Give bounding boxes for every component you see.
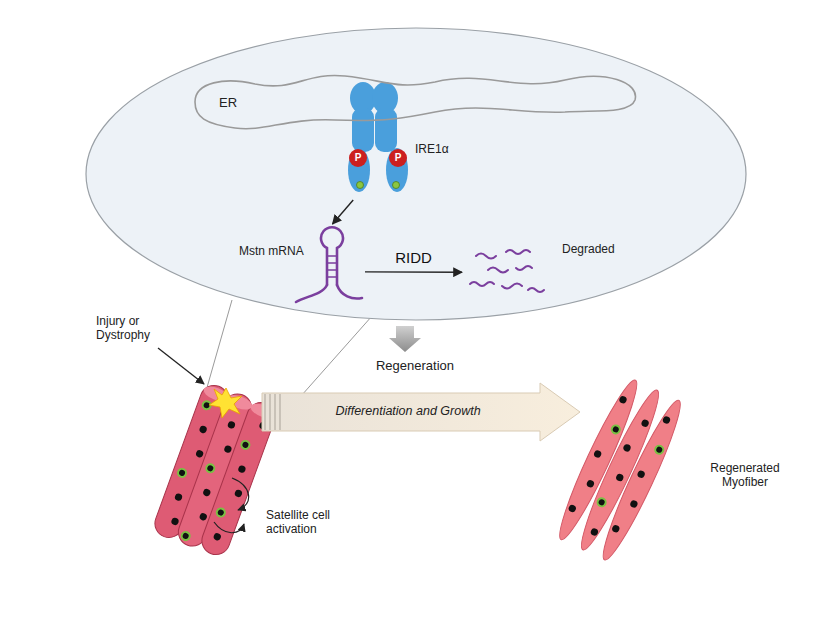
- fiber-nuclei: [157, 400, 268, 553]
- down-arrow: [389, 326, 421, 352]
- ire1-body: [375, 108, 397, 152]
- cell-ellipse: [86, 28, 746, 320]
- ire1-kinase: [386, 148, 408, 192]
- fragment: [488, 268, 508, 273]
- nucleus: [568, 504, 578, 514]
- fiber: [595, 396, 689, 565]
- nucleus: [223, 445, 232, 454]
- arrow-stripe: [279, 394, 281, 430]
- node-text: Differentiation and Growth: [335, 404, 480, 419]
- nucleus: [170, 517, 179, 526]
- mrna-rung: [327, 262, 337, 263]
- satellite-cell: [240, 440, 250, 450]
- mrna-tail: [337, 285, 362, 298]
- nucleus: [611, 524, 621, 534]
- fragment: [470, 282, 494, 286]
- satellite-cell: [216, 507, 226, 517]
- nucleus: [615, 473, 625, 483]
- regeneration-arrow: RegenerationDifferentiation and Growth: [262, 383, 580, 441]
- nucleus: [195, 449, 204, 458]
- satellite-cell: [205, 463, 215, 473]
- satellite-cell: [177, 468, 187, 478]
- annotation-label: Injury or Dystrophy: [96, 314, 176, 343]
- ire1-dimer: [348, 82, 408, 192]
- green-dot: [357, 182, 364, 189]
- nucleus: [618, 395, 628, 405]
- mrna-rung: [327, 276, 337, 277]
- node-text: Regeneration: [376, 358, 454, 374]
- fragment: [506, 250, 530, 254]
- nucleus: [234, 489, 243, 498]
- ire1-protein: IRE1α: [335, 80, 475, 200]
- nucleus: [640, 418, 650, 428]
- mrna-box: Mstn mRNA: [235, 224, 365, 308]
- node-text: Regenerated Myofiber: [699, 461, 791, 490]
- green-dot: [393, 182, 400, 189]
- mrna-rungs: [327, 256, 337, 277]
- arrow-body: [262, 383, 580, 441]
- fragment: [502, 284, 522, 289]
- nucleus: [213, 532, 222, 541]
- phospho-circle: [349, 149, 367, 167]
- nucleus: [622, 443, 632, 453]
- mrna-rung: [327, 269, 337, 270]
- satellite-cell: [654, 444, 665, 455]
- mrna-tail: [296, 285, 327, 302]
- nucleus: [593, 449, 603, 459]
- mrna-hairpin: [296, 227, 362, 302]
- nucleus: [199, 425, 208, 434]
- degraded-box: Degraded: [462, 236, 632, 302]
- mrna-fragments: [470, 250, 544, 292]
- satellite-cell: [181, 531, 191, 541]
- nucleus: [202, 488, 211, 497]
- er-outline: ER: [185, 62, 645, 142]
- edge-label: RIDD: [392, 249, 435, 267]
- fiber-nuclei: [562, 395, 677, 547]
- fragment: [476, 254, 496, 259]
- satellite-cell: [610, 424, 621, 435]
- nucleus: [227, 420, 236, 429]
- arrow-stripe: [274, 394, 276, 430]
- activation-arrow: [232, 478, 249, 510]
- node-text: Mstn mRNA: [239, 244, 329, 258]
- connector-arrow: [365, 271, 462, 273]
- arrow-stripe: [269, 394, 271, 430]
- nucleus: [590, 527, 600, 537]
- nucleus: [636, 470, 646, 480]
- regenerated-myofiber: Regenerated Myofiber: [560, 385, 800, 555]
- activation-arrow: [214, 522, 244, 533]
- injury-arrow: [158, 348, 204, 384]
- nucleus: [237, 465, 246, 474]
- nucleus: [199, 512, 208, 521]
- regenerated-fibers: [551, 375, 689, 564]
- mrna-rung: [327, 255, 337, 256]
- injury-star: [209, 388, 242, 418]
- node-text: Degraded: [562, 242, 630, 256]
- nucleus: [174, 493, 183, 502]
- node-text: IRE1α: [415, 142, 475, 156]
- annotation-label: Satellite cell activation: [266, 508, 356, 537]
- node-text: ER: [219, 95, 259, 111]
- damaged-fibers: [151, 381, 279, 558]
- er-membrane: [195, 75, 635, 128]
- ire1-kinase: [348, 148, 370, 192]
- satellite-cell: [596, 497, 607, 508]
- ire1-body: [352, 108, 374, 152]
- connector-arrow: [333, 200, 354, 224]
- fragment: [516, 266, 532, 270]
- nucleus: [662, 415, 672, 425]
- phospho-circle: [389, 149, 407, 167]
- arrow-stripe: [264, 394, 266, 430]
- nucleus: [586, 479, 596, 489]
- er-outline-shape: [185, 62, 645, 142]
- fragment: [528, 288, 544, 292]
- phospho-label: P: [395, 152, 402, 164]
- mrna-stem: [321, 227, 343, 285]
- nucleus: [629, 499, 639, 509]
- phospho-label: P: [355, 152, 362, 164]
